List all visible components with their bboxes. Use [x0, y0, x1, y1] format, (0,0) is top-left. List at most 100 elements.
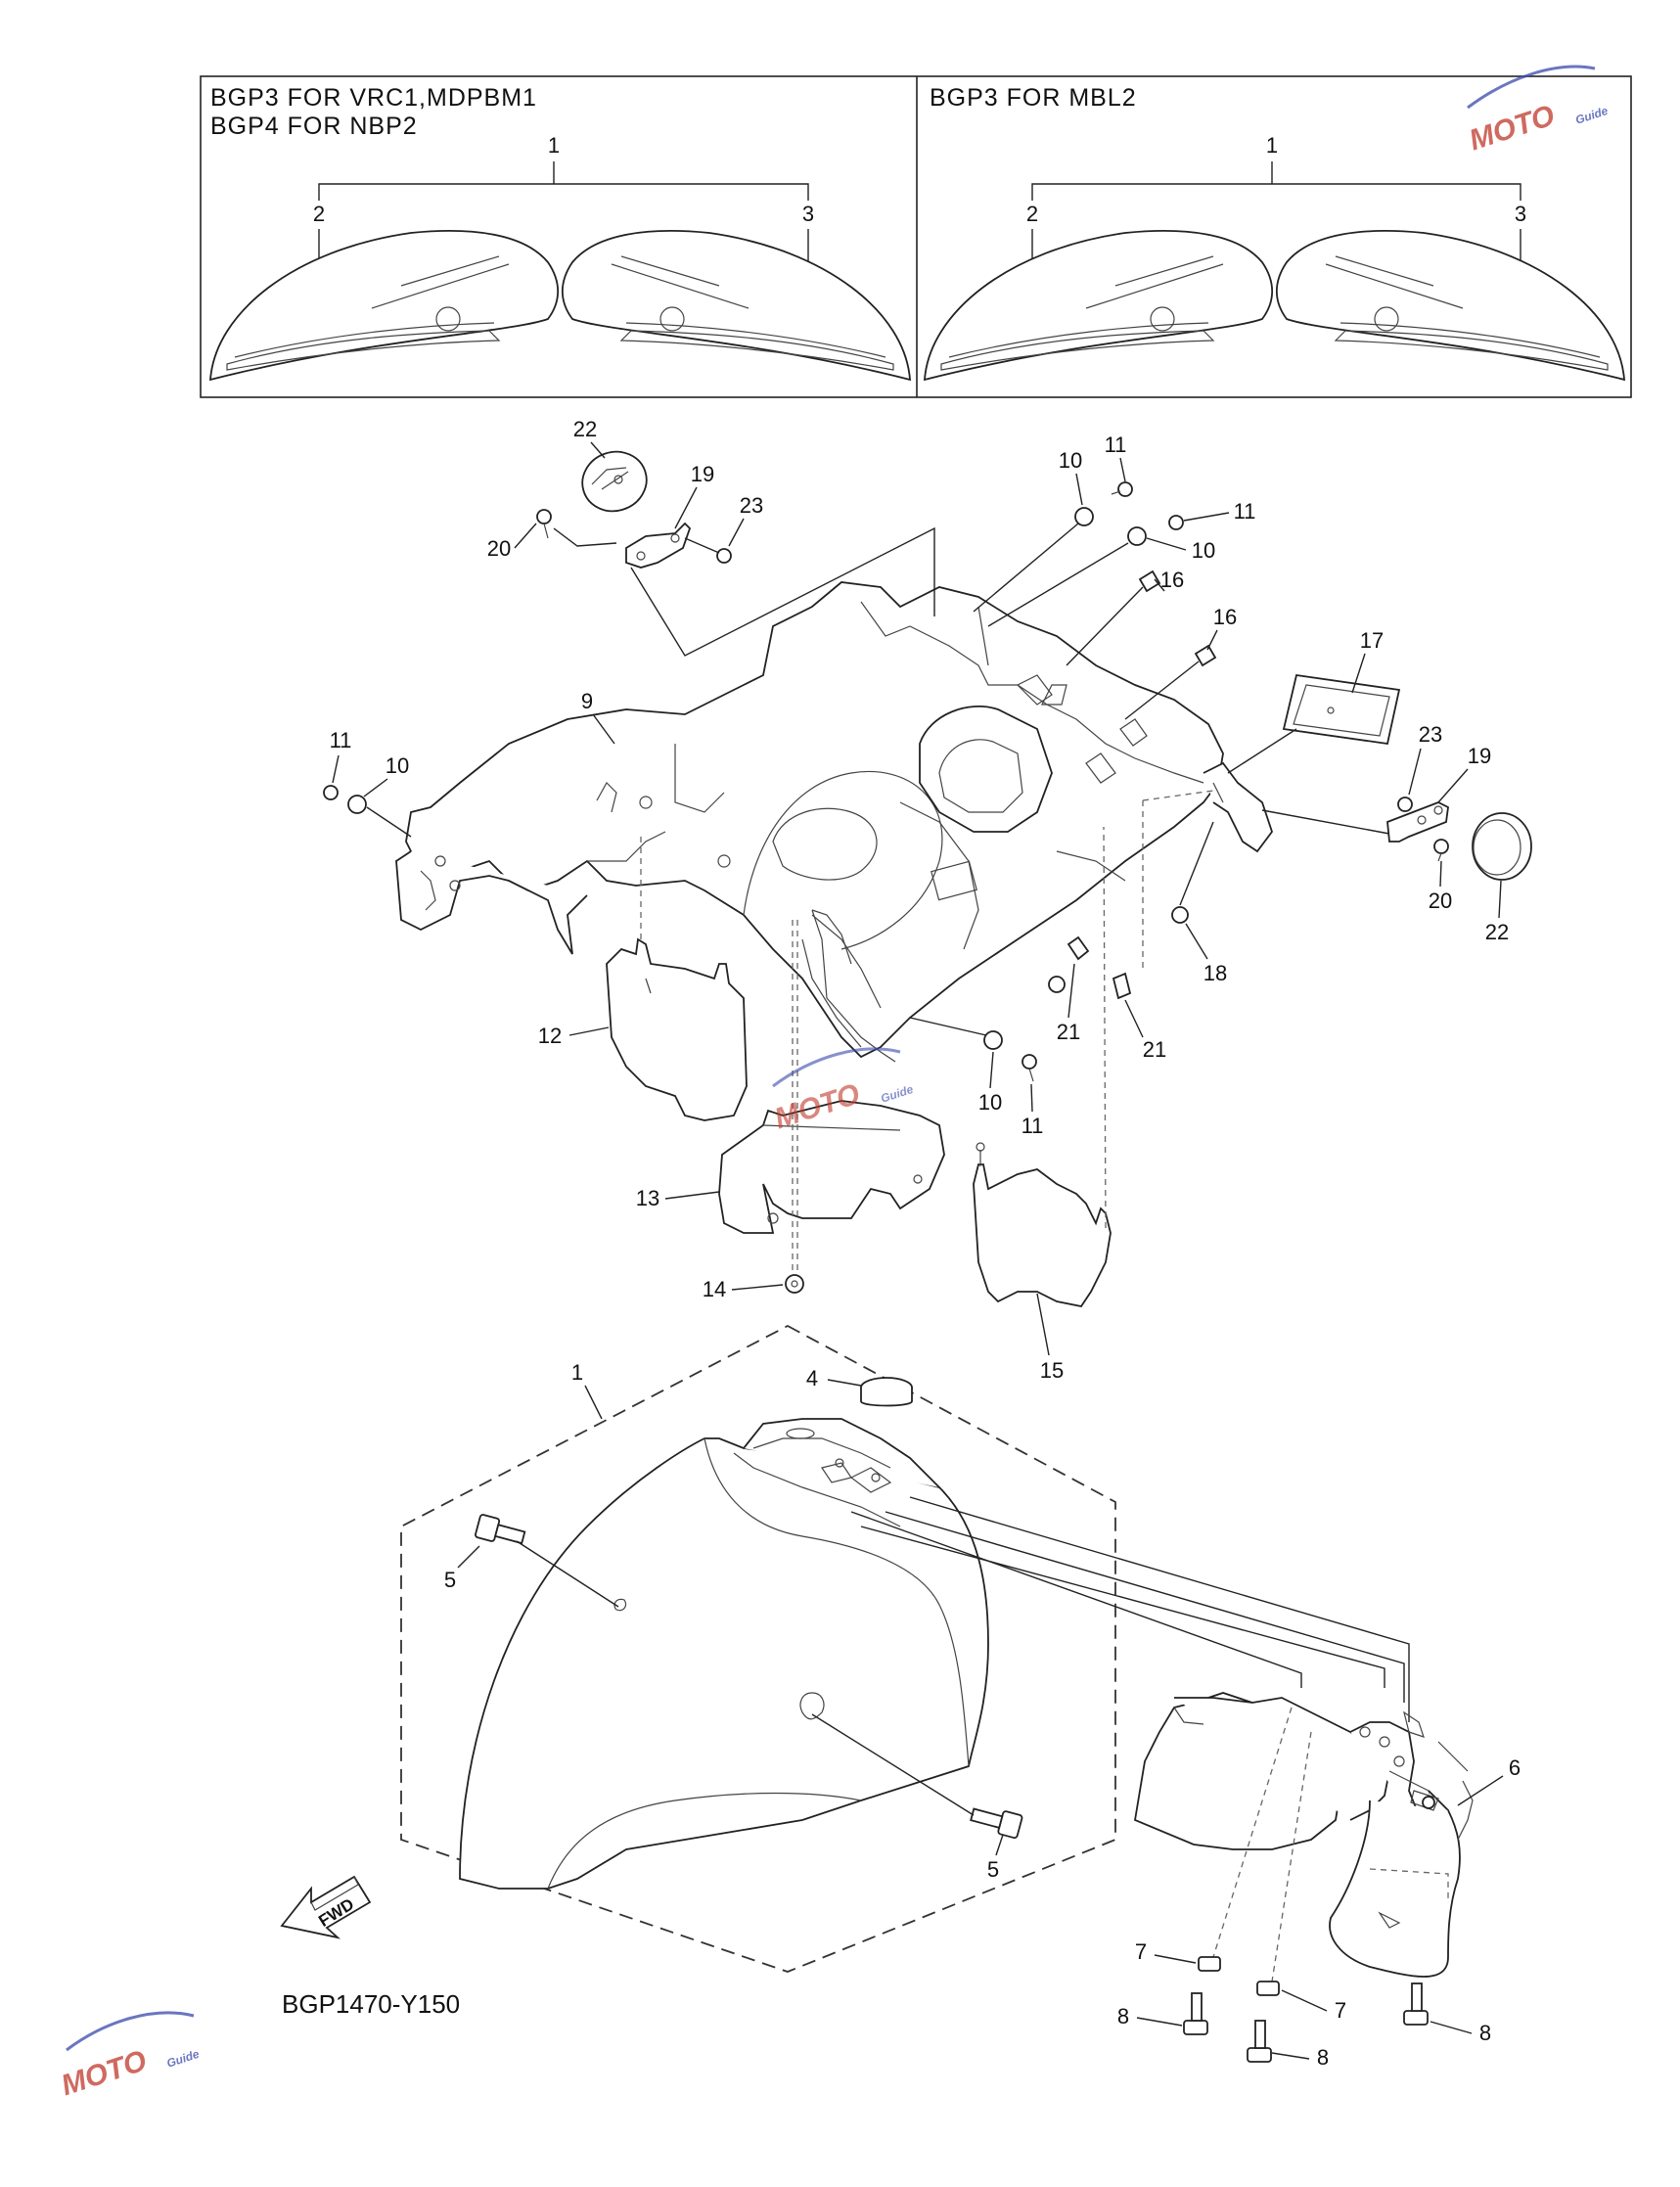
- swoosh-icon: [66, 2011, 195, 2052]
- callout-16: 16: [1160, 568, 1184, 592]
- callout-6: 6: [1509, 1755, 1521, 1780]
- left-panel-title-line1: BGP3 FOR VRC1,MDPBM1: [210, 84, 537, 112]
- callout-10: 10: [1059, 448, 1082, 473]
- callout-11: 11: [1234, 499, 1256, 524]
- callout-10: 10: [386, 753, 409, 778]
- callout-21: 21: [1143, 1037, 1166, 1062]
- callout-2: 2: [1026, 202, 1038, 226]
- clip-part: [1194, 644, 1217, 667]
- upper-left-bracket-parts: [536, 450, 935, 657]
- nut-part: [1048, 976, 1066, 993]
- callout-23: 23: [740, 493, 763, 518]
- front-fender-assembly: [400, 1324, 1410, 1973]
- fender-kit-outline: [400, 1324, 1116, 1973]
- diagram-code: BGP1470-Y150: [282, 1989, 460, 2019]
- lower-cover-13: [718, 920, 945, 1294]
- screw-part: [1247, 2020, 1272, 2063]
- watermark-subtext: Guide: [1573, 104, 1610, 127]
- washer-part: [1127, 526, 1147, 546]
- screw-part: [475, 1514, 526, 1545]
- watermark-subtext: Guide: [879, 1082, 915, 1106]
- lower-flap-part: [1329, 1800, 1461, 1978]
- nut-part: [1171, 906, 1189, 924]
- callout-20: 20: [1429, 888, 1452, 913]
- callout-9: 9: [581, 689, 593, 713]
- variant-panels: BGP3 FOR VRC1,MDPBM1 BGP4 FOR NBP2 BGP3 …: [200, 75, 1632, 398]
- swoosh-icon: [772, 1047, 901, 1088]
- callout-16: 16: [1213, 605, 1237, 629]
- callout-3: 3: [1515, 202, 1526, 226]
- watermark-bottom-left: MOTO Guide: [58, 2011, 202, 2102]
- left-panel-title-line2: BGP4 FOR NBP2: [210, 113, 418, 140]
- right-side-parts: [1067, 673, 1532, 1000]
- clip-part: [1067, 935, 1090, 961]
- callout-8: 8: [1317, 2045, 1329, 2070]
- screw-part: [1183, 1992, 1208, 2035]
- right-panel-title: BGP3 FOR MBL2: [930, 84, 1137, 112]
- screw-part: [1403, 1982, 1429, 2026]
- callout-1: 1: [1266, 133, 1278, 158]
- fwd-arrow-icon: [280, 1875, 372, 1939]
- fender-stay-6: [1133, 1692, 1474, 2063]
- nut-part: [716, 548, 732, 564]
- top-right-fasteners: [973, 481, 1217, 720]
- washer-part: [1074, 507, 1094, 526]
- callout-7: 7: [1335, 1998, 1346, 2023]
- callout-18: 18: [1203, 961, 1227, 985]
- callout-11: 11: [330, 728, 352, 752]
- callout-12: 12: [538, 1024, 562, 1048]
- screw-part: [1117, 481, 1133, 497]
- screw-part: [323, 785, 339, 800]
- clip-part: [1112, 972, 1132, 1000]
- callout-20: 20: [487, 536, 511, 561]
- swoosh-icon: [1467, 65, 1596, 110]
- washer-part: [347, 795, 367, 814]
- callout-7: 7: [1135, 1939, 1147, 1964]
- watermark-subtext: Guide: [165, 2047, 202, 2071]
- watermark-text: MOTO: [1466, 99, 1559, 157]
- bracket-part: [625, 522, 692, 569]
- reflector-plate-part: [1282, 673, 1401, 746]
- right-panel-lens-set: 1 2 3: [924, 133, 1625, 382]
- right-lens-part: [561, 230, 911, 382]
- cover-part: [606, 937, 748, 1121]
- callout-14: 14: [703, 1277, 726, 1301]
- callout-11: 11: [1105, 433, 1127, 457]
- lower-cover-15: [973, 826, 1112, 1308]
- callout-3: 3: [802, 202, 814, 226]
- lower-cover-12: [606, 832, 748, 1121]
- callout-1: 1: [548, 133, 560, 158]
- callout-13: 13: [636, 1186, 659, 1210]
- callout-2: 2: [313, 202, 325, 226]
- inner-fender-assembly: [395, 581, 1274, 1063]
- callout-22: 22: [1485, 920, 1509, 944]
- clip-nut-part: [1256, 1981, 1280, 1996]
- callout-1: 1: [571, 1360, 583, 1385]
- callout-labels: 22 19 23 20 10 11 11 10 16 16 17 9 11 10…: [330, 417, 1521, 2070]
- callout-8: 8: [1479, 2021, 1491, 2045]
- cover-part: [718, 1100, 945, 1234]
- callout-19: 19: [1468, 744, 1491, 768]
- inner-fender-part: [405, 581, 1224, 1059]
- callout-11: 11: [1022, 1114, 1044, 1138]
- left-lens-part: [209, 230, 560, 382]
- lower-middle-fasteners: [909, 976, 1066, 1082]
- screw-part: [1022, 1054, 1037, 1070]
- left-lens-part: [924, 230, 1274, 382]
- callout-17: 17: [1360, 628, 1384, 653]
- bolt-part: [536, 509, 552, 524]
- watermark-text: MOTO: [58, 2044, 151, 2102]
- clip-nut-part: [1198, 1956, 1221, 1972]
- callout-15: 15: [1040, 1358, 1064, 1383]
- callout-4: 4: [806, 1366, 818, 1390]
- nut-part: [785, 1274, 804, 1294]
- fwd-arrow: FWD: [280, 1875, 372, 1939]
- clip-part: [1138, 570, 1161, 593]
- variant-panel-frame: [200, 75, 1632, 398]
- nut-part: [1422, 1796, 1435, 1809]
- bolt-part: [1433, 839, 1449, 854]
- front-fender-part: [459, 1437, 989, 1890]
- left-fasteners: [323, 785, 412, 838]
- cover-part: [973, 1163, 1112, 1308]
